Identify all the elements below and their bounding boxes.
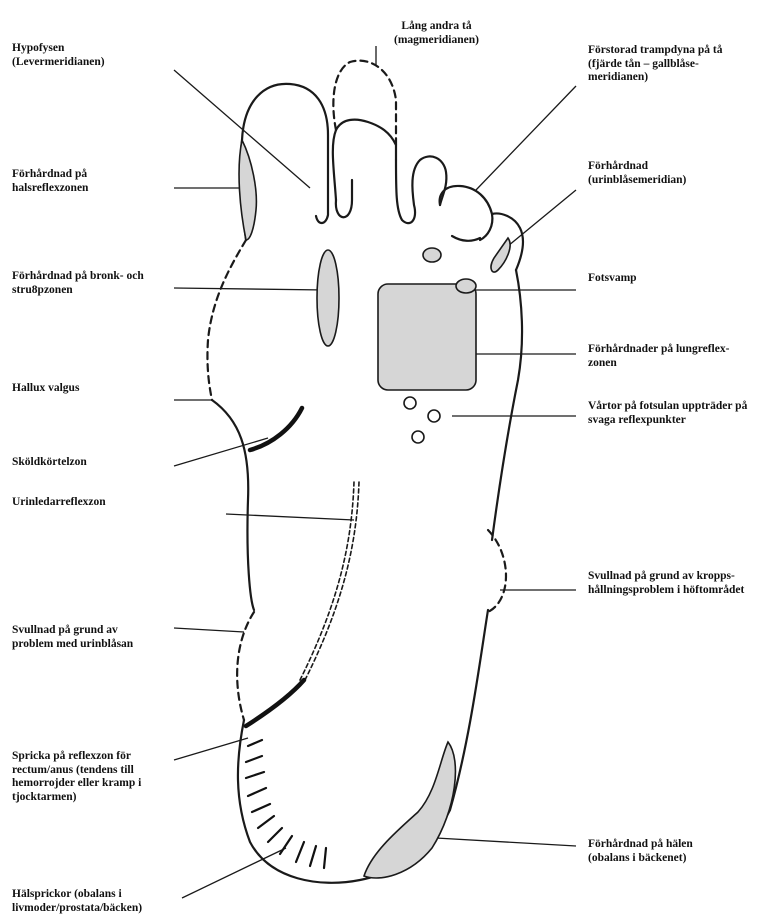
label-line: zonen — [588, 357, 729, 371]
wart-2 — [428, 410, 440, 422]
label-line: hemorrojder eller kramp i — [12, 777, 141, 791]
third-toe-callus — [423, 248, 441, 262]
fifth-toe-callus — [491, 238, 510, 272]
label-lang-andra-ta: Lång andra tå (magmeridianen) — [394, 20, 479, 47]
label-line: Sköldkörtelzon — [12, 456, 87, 470]
label-spricka-rectum: Spricka på reflexzon för rectum/anus (te… — [12, 750, 141, 804]
leader-urinblase — [508, 190, 576, 246]
ureter-line-a — [300, 482, 354, 680]
label-line: Förhårdnad på bronk- och — [12, 270, 144, 284]
label-line: (Levermeridianen) — [12, 56, 105, 70]
thyroid-zone-mark — [250, 408, 302, 450]
label-line: Vårtor på fotsulan uppträder på — [588, 400, 747, 414]
label-line: stru8pzonen — [12, 284, 144, 298]
label-forstorad-trampdyna: Förstorad trampdyna på tå (fjärde tån – … — [588, 44, 723, 85]
wart-3 — [412, 431, 424, 443]
label-line: rectum/anus (tendens till — [12, 764, 141, 778]
second-toe-outline — [333, 120, 396, 200]
ureter-line-b — [305, 482, 359, 680]
leader-urinledare — [226, 514, 354, 520]
leader-trampdyna — [476, 86, 576, 190]
leader-urinblasan — [174, 628, 244, 632]
leader-rectum — [174, 738, 248, 760]
label-line: tjocktarmen) — [12, 791, 141, 805]
label-line: Urinledarreflexzon — [12, 496, 106, 510]
second-toe-gap — [336, 180, 352, 217]
label-line: Hallux valgus — [12, 382, 79, 396]
third-toe-outline — [396, 156, 446, 223]
wart-1 — [404, 397, 416, 409]
rectum-zone-crack — [246, 680, 304, 726]
hip-swelling-bulge — [488, 530, 506, 612]
label-line: Förhårdnad på hälen — [588, 838, 693, 852]
label-line: Spricka på reflexzon för — [12, 750, 141, 764]
label-svullnad-urinblasan: Svullnad på grund av problem med urinblå… — [12, 624, 133, 651]
lung-zone-callus — [378, 284, 476, 390]
label-line: (urinblåsemeridian) — [588, 174, 686, 188]
label-line: meridianen) — [588, 71, 723, 85]
label-halsprickor: Hälsprickor (obalans i livmoder/prostata… — [12, 888, 142, 915]
fourth-toe-outline — [440, 186, 493, 240]
heel-cracks — [246, 740, 326, 868]
label-vartor: Vårtor på fotsulan uppträder på svaga re… — [588, 400, 747, 427]
label-line: Hypofysen — [12, 42, 105, 56]
label-line: (obalans i bäckenet) — [588, 852, 693, 866]
label-line: (magmeridianen) — [394, 34, 479, 48]
label-hallux-valgus: Hallux valgus — [12, 382, 79, 396]
label-line: livmoder/prostata/bäcken) — [12, 902, 142, 916]
bladder-swelling-bulge — [237, 612, 254, 720]
label-line: hållningsproblem i höftområdet — [588, 584, 744, 598]
label-line: svaga reflexpunkter — [588, 414, 747, 428]
label-forhardnader-lunga: Förhårdnader på lungreflex- zonen — [588, 343, 729, 370]
label-line: Förstorad trampdyna på tå — [588, 44, 723, 58]
hallux-valgus-bulge — [207, 240, 246, 400]
label-line: Lång andra tå — [394, 20, 479, 34]
label-line: Förhårdnad — [588, 160, 686, 174]
label-forhardnad-hals: Förhårdnad på halsreflexzonen — [12, 168, 88, 195]
label-line: Svullnad på grund av — [12, 624, 133, 638]
leader-halsprickor — [182, 848, 286, 898]
neck-zone-callus — [239, 140, 256, 240]
label-urinledarreflexzon: Urinledarreflexzon — [12, 496, 106, 510]
label-line: halsreflexzonen — [12, 182, 88, 196]
leader-halen — [436, 838, 576, 846]
label-line: Hälsprickor (obalans i — [12, 888, 142, 902]
medial-edge-outline — [212, 140, 522, 883]
label-forhardnad-halen: Förhårdnad på hälen (obalans i bäckenet) — [588, 838, 693, 865]
label-line: Fotsvamp — [588, 272, 637, 286]
leader-bronk — [174, 288, 326, 290]
label-line: Svullnad på grund av kropps- — [588, 570, 744, 584]
foot-fungus-spot — [456, 279, 476, 293]
bronchus-zone-callus — [317, 250, 339, 346]
fourth-toe-pad-line — [452, 236, 480, 241]
label-line: Förhårdnad på — [12, 168, 88, 182]
label-skoldkortelzon: Sköldkörtelzon — [12, 456, 87, 470]
label-line: Förhårdnader på lungreflex- — [588, 343, 729, 357]
label-forhardnad-urinblase: Förhårdnad (urinblåsemeridian) — [588, 160, 686, 187]
heel-callus — [364, 742, 455, 878]
label-line: problem med urinblåsan — [12, 638, 133, 652]
label-forhardnad-bronk: Förhårdnad på bronk- och stru8pzonen — [12, 270, 144, 297]
label-svullnad-hoft: Svullnad på grund av kropps- hållningspr… — [588, 570, 744, 597]
label-fotsvamp: Fotsvamp — [588, 272, 637, 286]
leader-skoldkortel — [174, 438, 268, 466]
label-hypofysen: Hypofysen (Levermeridianen) — [12, 42, 105, 69]
label-line: (fjärde tån – gallblåse- — [588, 58, 723, 72]
